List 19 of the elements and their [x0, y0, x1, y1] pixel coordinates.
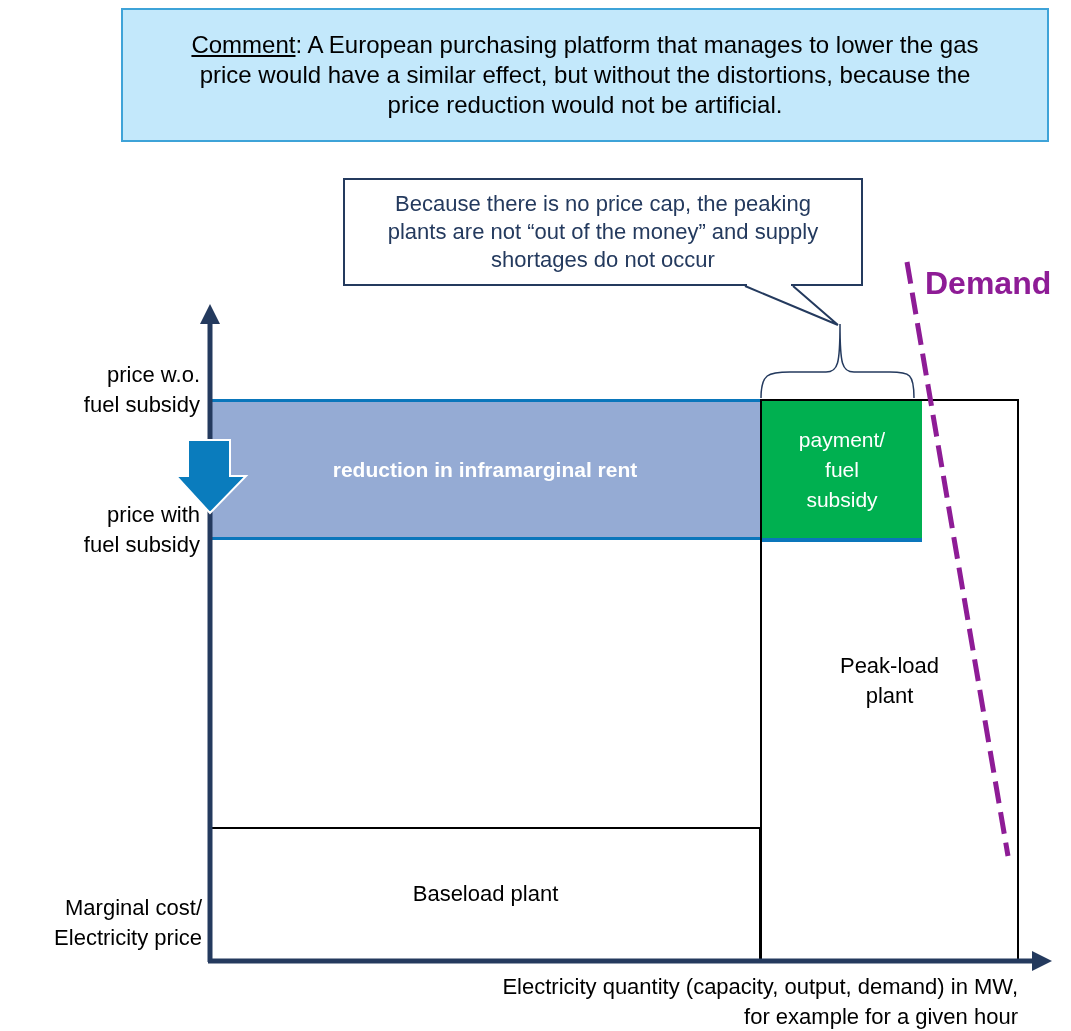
axis-label: Marginal cost/ Electricity price — [53, 894, 202, 952]
comment-text: Comment: A European purchasing platform that manages to lower the gas price would have a similar effect, but without the distortions, because the price reduction would not be artificial. — [190, 30, 980, 120]
axis-label: price with fuel subsidy — [82, 501, 200, 559]
curly-brace — [760, 324, 916, 400]
comment-box — [121, 8, 1049, 142]
axis-label: Electricity quantity (capacity, output, demand) in MW, for example for a given hour — [501, 973, 1018, 1031]
curve-label: Demand — [925, 268, 1053, 298]
box-text: Because there is no price cap, the peaking plants are not “out of the money” and supply shortages do not occur — [386, 190, 820, 274]
plant-box — [210, 827, 761, 961]
rent-band — [210, 399, 760, 540]
axis-label: price w.o. fuel subsidy — [82, 361, 200, 419]
box-text: reduction in inframarginal rent — [332, 457, 638, 482]
callout-box — [343, 178, 863, 286]
box-text: payment/ fuel subsidy — [797, 426, 887, 513]
plant-box — [760, 399, 1019, 961]
plant-label: Peak-load plant — [838, 652, 941, 710]
callout-pointer — [744, 285, 839, 326]
subsidy-box — [762, 401, 922, 542]
plant-label: Baseload plant — [411, 880, 560, 908]
